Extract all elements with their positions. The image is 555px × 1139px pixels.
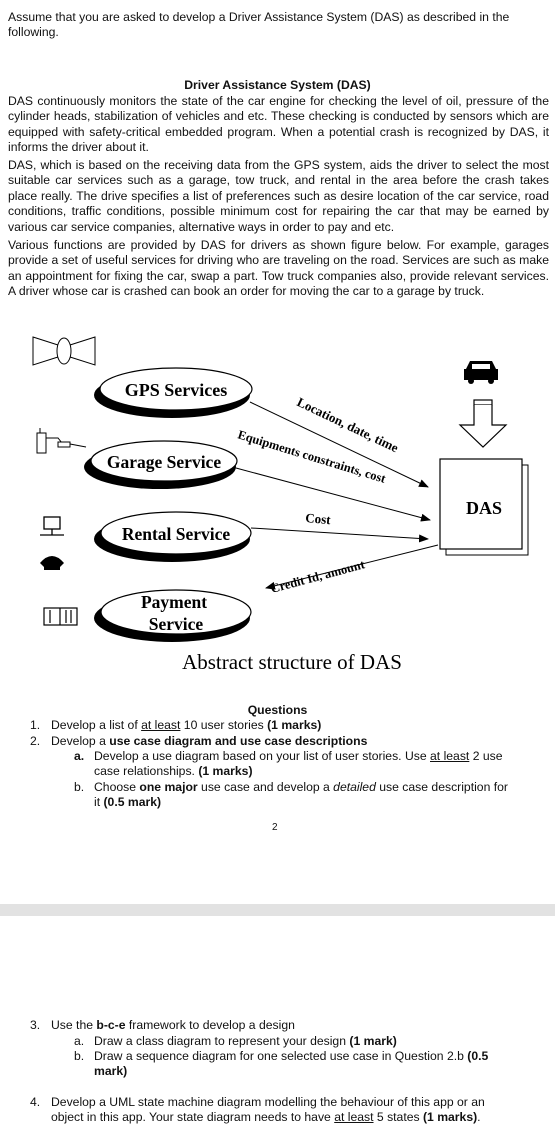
gps-services-label: GPS Services [125,380,227,400]
question-letter: a. [74,1034,85,1048]
flow-label-cost: Cost [305,510,332,527]
page-break [0,904,555,916]
paragraph-monitoring: DAS continuously monitors the state of t… [8,94,549,155]
question-number: 2. [30,734,41,748]
question-number: 3. [30,1018,41,1032]
page-number: 2 [272,822,278,833]
document-title: Driver Assistance System (DAS) [184,78,371,92]
flow-arrow-payment [265,544,439,590]
question-1: Develop a list of at least 10 user stori… [51,718,322,732]
das-label: DAS [466,498,502,518]
telephone-icon [40,556,64,570]
down-arrow-icon [458,399,508,448]
paragraph-functions: Various functions are provided by DAS fo… [8,238,549,299]
question-2a: Develop a use diagram based on your list… [94,749,503,779]
computer-icon [40,516,64,536]
car-icon [464,361,498,384]
das-structure-diagram: GPS Services Garage Service Rental Servi… [32,336,529,674]
payment-service-ellipse: Payment Service [94,589,252,642]
question-number: 4. [30,1095,41,1109]
das-box: DAS [439,458,529,556]
payment-label: Payment [141,592,207,612]
flow-arrow-gps [249,401,429,488]
rental-service-label: Rental Service [122,524,231,544]
question-3: Use the b-c-e framework to develop a des… [51,1018,295,1032]
question-3a: Draw a class diagram to represent your d… [94,1034,397,1048]
flow-label-location: Location, date, time [295,394,401,455]
question-4: Develop a UML state machine diagram mode… [51,1095,485,1125]
question-2: Develop a use case diagram and use case … [51,734,368,748]
paragraph-gps: DAS, which is based on the receiving dat… [8,158,549,234]
rental-service-ellipse: Rental Service [94,511,252,562]
gas-pump-icon [36,428,87,454]
intro-text: Assume that you are asked to develop a D… [8,10,510,40]
question-letter: b. [74,1049,85,1063]
bow-tie-icon [32,336,96,366]
payment-service-label: Service [149,614,204,634]
question-letter: a. [74,749,85,763]
questions-title: Questions [247,703,308,717]
book-icon [43,607,78,626]
flow-arrow-rental [250,527,429,543]
diagram-caption: Abstract structure of DAS [182,650,402,674]
question-3b: Draw a sequence diagram for one selected… [94,1049,489,1079]
question-2b: Choose one major use case and develop a … [94,780,508,810]
gps-services-ellipse: GPS Services [94,367,253,418]
question-letter: b. [74,780,85,794]
question-number: 1. [30,718,41,732]
flow-arrow-garage [235,467,431,522]
garage-service-ellipse: Garage Service [84,440,238,489]
garage-service-label: Garage Service [107,452,221,472]
flow-label-credit: Credit Id, amount [269,557,367,596]
